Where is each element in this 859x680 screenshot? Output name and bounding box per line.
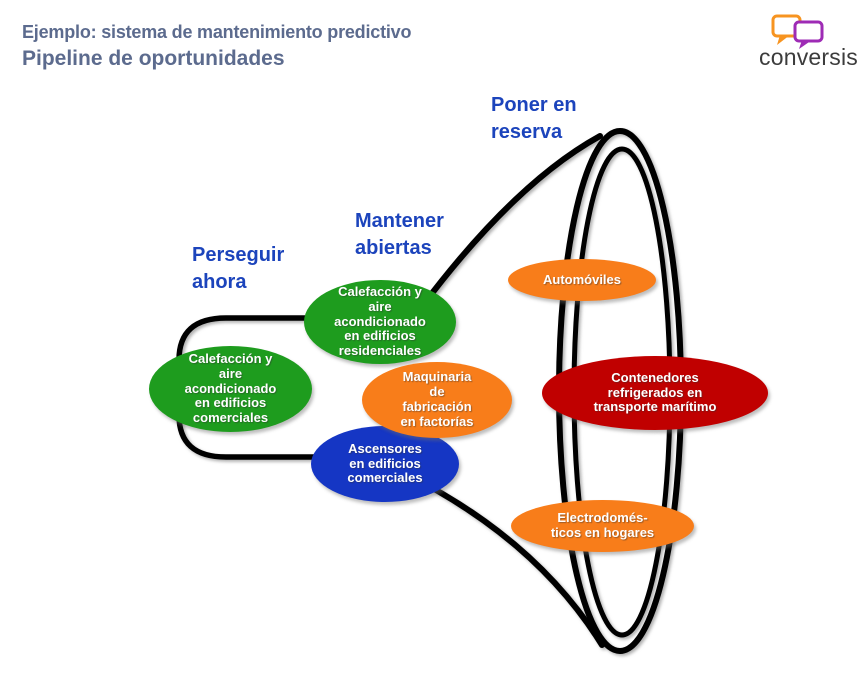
opportunity-label: Automóviles bbox=[542, 271, 621, 287]
speech-bubbles-icon bbox=[771, 14, 824, 49]
slide-subtitle: Ejemplo: sistema de mantenimiento predic… bbox=[22, 22, 412, 42]
opportunity-contenedores-refrigerados: Contenedores refrigerados en transporte … bbox=[542, 356, 768, 430]
opportunity-automoviles: Automóviles bbox=[508, 259, 656, 301]
opportunity-label: Electrodomés- ticos en hogares bbox=[550, 510, 655, 540]
opportunity-hvac-edificios-residenciales: Calefacción y aire acondicionado en edif… bbox=[304, 280, 456, 364]
opportunity-hvac-edificios-comerciales: Calefacción y aire acondicionado en edif… bbox=[149, 346, 312, 432]
opportunity-ascensores: Ascensores en edificios comerciales bbox=[311, 426, 459, 502]
stage-label-perseguir-ahora: Perseguir ahora bbox=[192, 244, 285, 293]
opportunity-maquinaria-fabricacion: Maquinaria de fabricación en factorías bbox=[362, 362, 512, 438]
opportunity-label: Ascensores en edificios comerciales bbox=[347, 440, 423, 486]
opportunity-label: Calefacción y aire acondicionado en edif… bbox=[184, 350, 277, 426]
conversis-logo: conversis bbox=[732, 10, 858, 72]
page-title: Pipeline de oportunidades bbox=[22, 47, 285, 70]
opportunity-label: Maquinaria de fabricación en factorías bbox=[400, 369, 474, 429]
funnel-cone-top-line bbox=[430, 133, 603, 295]
opportunity-label: Calefacción y aire acondicionado en edif… bbox=[334, 283, 426, 359]
bubble-right-tail bbox=[799, 40, 812, 49]
opportunity-electrodomesticos: Electrodomés- ticos en hogares bbox=[511, 500, 694, 552]
stage-label-poner-en-reserva: Poner en reserva bbox=[491, 94, 577, 143]
bubble-left-tail bbox=[777, 35, 790, 45]
opportunity-label: Contenedores refrigerados en transporte … bbox=[593, 369, 717, 415]
stage-label-mantener-abiertas: Mantener abiertas bbox=[355, 210, 444, 259]
logo-wordmark: conversis bbox=[759, 44, 858, 70]
